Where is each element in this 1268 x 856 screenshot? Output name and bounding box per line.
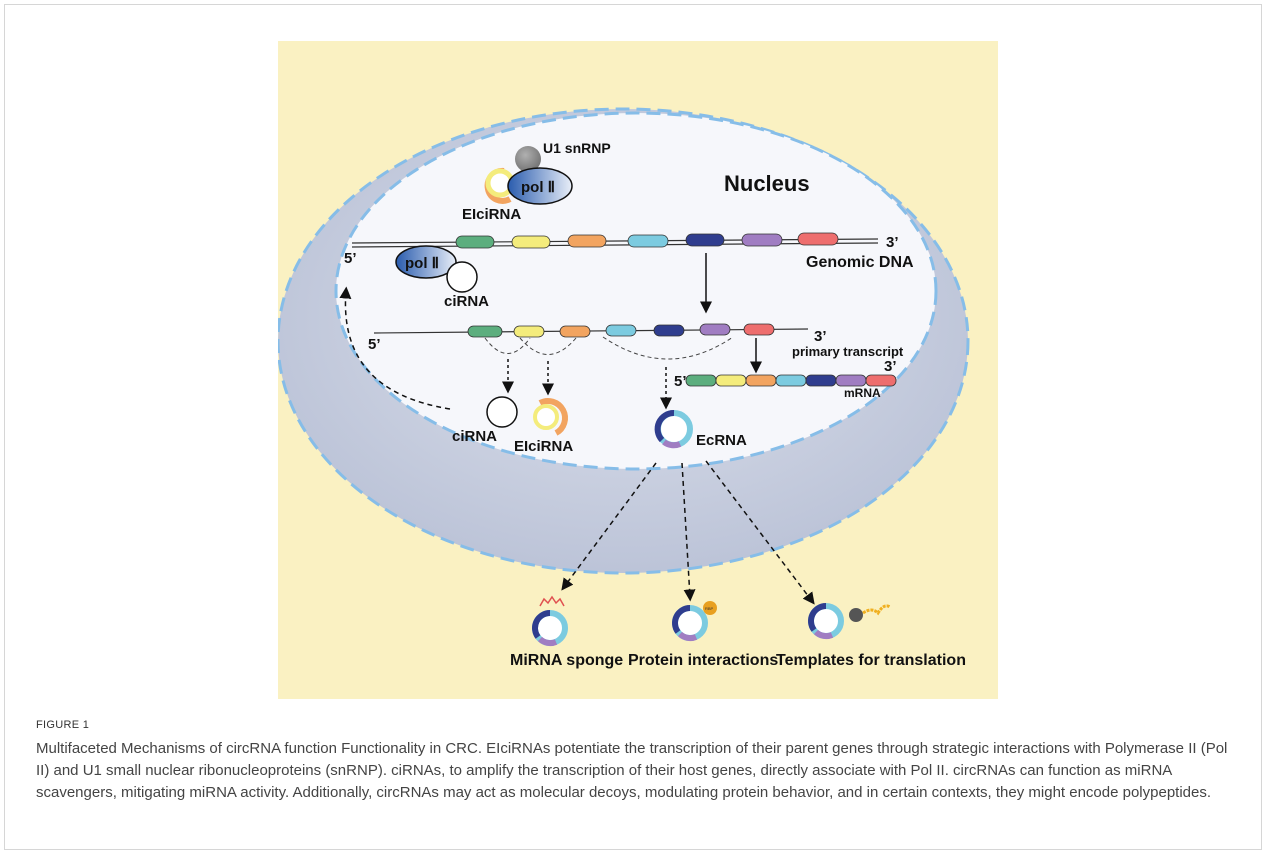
elcirna-bottom-orange-arc [538, 398, 568, 436]
rbp-protein-icon [703, 601, 717, 615]
dna-exon-red [797, 232, 839, 246]
pol-ii-top-icon [507, 167, 573, 205]
splice-arc-ecrna [602, 336, 734, 360]
splice-arc-cirna [484, 337, 531, 354]
dna-exon-navy [685, 233, 725, 247]
ecrna-purple-segment [662, 439, 682, 449]
ecrna-navy-segment [654, 409, 675, 443]
transcript-three-prime: 3’ [814, 328, 827, 345]
transcript-exon-cyan [605, 324, 637, 337]
mirna-binding-icon [539, 595, 565, 607]
ecrna-label: EcRNA [696, 432, 747, 449]
nucleus-envelope [334, 111, 938, 471]
dna-exon-green [455, 235, 495, 249]
pol-ii-top-label: pol Ⅱ [521, 179, 555, 196]
mirna-sponge-label: MiRNA sponge [510, 652, 623, 669]
transcript-exon-green [467, 325, 503, 338]
genomic-dna-strand-bottom [351, 242, 879, 248]
mirna-sponge-navy-segment [532, 610, 551, 639]
diagram-svg: Nucleus U1 snRNP pol Ⅱ EIciRNA 5’ 3’ Gen… [278, 41, 998, 699]
arrow-to-translation [705, 460, 815, 605]
primary-transcript-label: primary transcript [792, 344, 904, 359]
figure-caption: Multifaceted Mechanisms of circRNA funct… [36, 740, 1228, 801]
circrna-mechanism-diagram: Nucleus U1 snRNP pol Ⅱ EIciRNA 5’ 3’ Gen… [278, 41, 998, 699]
u1-snrnp-label: U1 snRNP [543, 140, 611, 156]
rbp-label: RBP [705, 606, 714, 611]
transcript-exon-purple [699, 323, 731, 336]
genomic-dna-five-prime: 5’ [344, 250, 357, 267]
mrna-exon-purple [835, 374, 867, 387]
genomic-dna-label: Genomic DNA [806, 254, 914, 271]
dna-exon-yellow [511, 235, 551, 249]
mrna-exon-yellow [715, 374, 747, 387]
u1-snrnp-icon [515, 146, 541, 172]
cirna-top-label: ciRNA [444, 293, 489, 310]
mrna-exon-cyan [775, 374, 807, 387]
cirna-bottom-label: ciRNA [452, 428, 497, 445]
protein-interactions-label: Protein interactions [628, 652, 778, 669]
figure-frame: Nucleus U1 snRNP pol Ⅱ EIciRNA 5’ 3’ Gen… [4, 4, 1262, 850]
mrna-five-prime: 5’ [674, 373, 687, 390]
transcript-exon-yellow [513, 325, 545, 338]
genomic-dna-strand-top [351, 238, 879, 244]
polypeptide-chain-icon [862, 604, 891, 616]
mrna-three-prime: 3’ [884, 358, 897, 375]
transcript-exon-navy [653, 324, 685, 337]
transcript-exon-orange [559, 325, 591, 338]
translation-purple-segment [813, 629, 834, 640]
arrow-cirna-return [339, 286, 451, 410]
transcript-five-prime: 5’ [368, 336, 381, 353]
cirna-top-circle [446, 261, 478, 293]
pol-ii-left-icon [395, 245, 457, 279]
pol-ii-left-label: pol Ⅱ [405, 255, 439, 272]
mrna-exon-navy [805, 374, 837, 387]
elcirna-bottom-circle [533, 404, 559, 430]
elcirna-top-label: EIciRNA [462, 206, 521, 223]
mrna-exon-red [865, 374, 897, 387]
mirna-sponge-purple-segment [537, 636, 558, 647]
nucleus-label: Nucleus [724, 171, 810, 196]
figure-number: FIGURE 1 [36, 719, 90, 731]
mrna-exon-orange [745, 374, 777, 387]
mrna-exon-green [685, 374, 717, 387]
genomic-dna-three-prime: 3’ [886, 234, 899, 251]
arrow-to-protein-interactions [681, 462, 696, 602]
translation-navy-segment [808, 603, 827, 632]
protein-interactions-purple-segment [677, 631, 698, 642]
transcript-exon-red [743, 323, 775, 336]
dna-exon-purple [741, 233, 783, 247]
dna-exon-cyan [627, 234, 669, 248]
ribosome-icon [849, 608, 863, 622]
cirna-bottom-circle [486, 396, 518, 428]
dna-exon-orange [567, 234, 607, 248]
templates-translation-label: Templates for translation [776, 652, 966, 669]
protein-interactions-navy-segment [672, 605, 691, 634]
splice-arc-elcirna [519, 337, 577, 355]
arrow-to-mirna-sponge [561, 462, 657, 591]
mrna-label: mRNA [844, 386, 881, 400]
primary-transcript-line [373, 328, 809, 334]
elcirna-bottom-label: EIciRNA [514, 438, 573, 455]
